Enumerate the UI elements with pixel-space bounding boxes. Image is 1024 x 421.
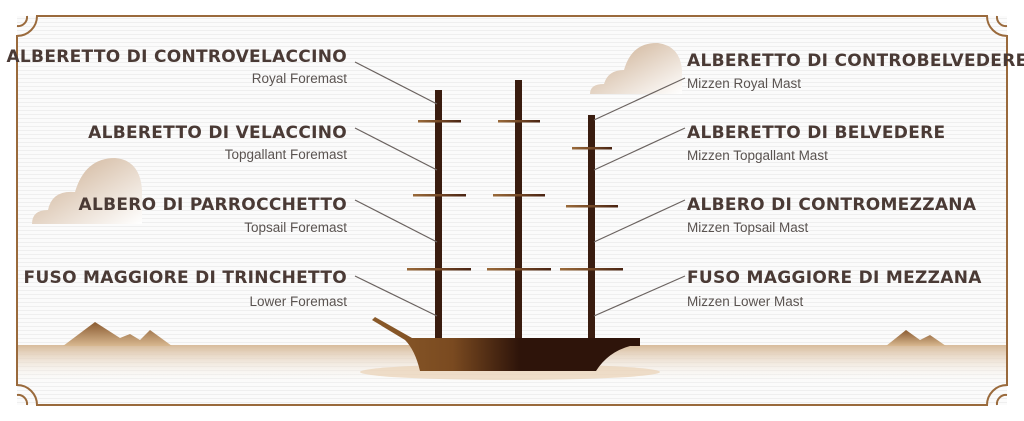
label-subtitle: Mizzen Royal Mast [687,76,801,91]
label-subtitle: Mizzen Lower Mast [687,294,804,309]
yard [418,120,461,123]
right-labels: ALBERETTO DI CONTROBELVEDERE Mizzen Roya… [687,51,1024,309]
mountains-right [886,330,946,346]
cloud-right [590,42,682,94]
label-subtitle: Mizzen Topgallant Mast [687,148,828,163]
label-title: FUSO MAGGIORE DI TRINCHETTO [24,268,347,288]
label-title: ALBERETTO DI BELVEDERE [687,123,945,143]
label-subtitle: Topsail Foremast [244,220,347,235]
label-title: ALBERO DI CONTROMEZZANA [687,195,977,215]
cloud-left [32,158,142,224]
mainmast [515,80,522,340]
label-title: ALBERO DI PARROCCHETTO [79,195,348,215]
yard [413,194,466,197]
foremast [435,90,442,340]
yard [560,268,623,271]
yard [407,268,471,271]
label-title: ALBERETTO DI CONTROVELACCINO [6,47,347,67]
yard [566,205,618,208]
mizzenmast [588,115,595,340]
yard [498,120,540,123]
label-subtitle: Topgallant Foremast [225,147,348,162]
frame-border [16,15,1008,406]
yard [487,268,551,271]
label-title: FUSO MAGGIORE DI MEZZANA [687,268,982,288]
mountains-left [63,322,172,346]
yard [493,194,545,197]
ship-hull [372,317,640,371]
label-subtitle: Royal Foremast [252,71,348,86]
label-title: ALBERETTO DI CONTROBELVEDERE [687,51,1024,71]
leader-lines [354,61,686,317]
label-subtitle: Lower Foremast [249,294,347,309]
yard [572,147,612,150]
left-labels: ALBERETTO DI CONTROVELACCINO Royal Forem… [6,47,347,309]
label-subtitle: Mizzen Topsail Mast [687,220,809,235]
yards [407,120,623,271]
label-title: ALBERETTO DI VELACCINO [88,123,347,143]
frame-corner-ornaments [16,15,1008,406]
